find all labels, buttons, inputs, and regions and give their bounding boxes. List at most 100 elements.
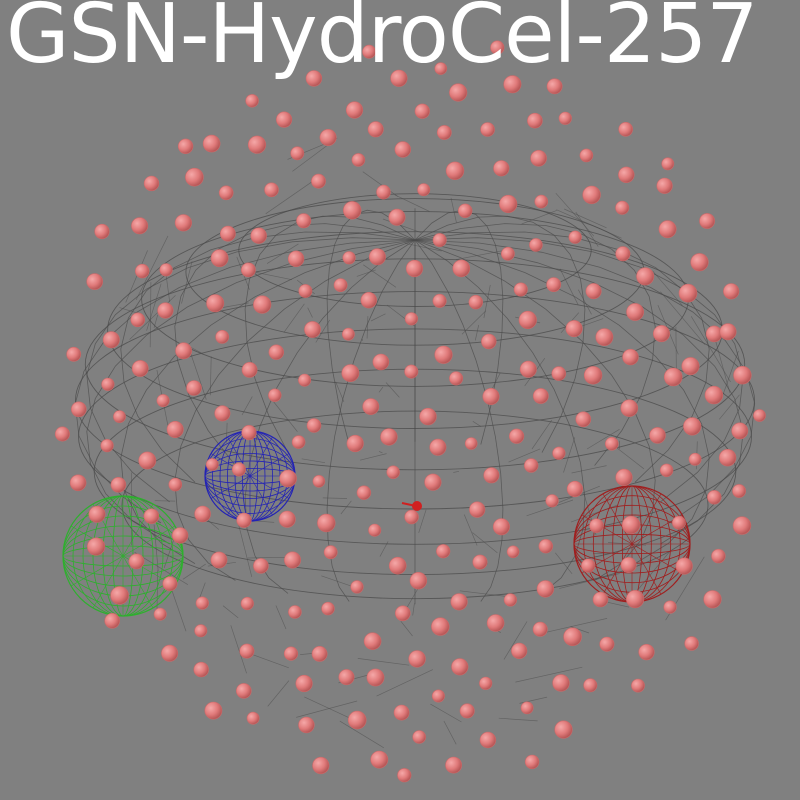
- electrode-sphere: [615, 468, 633, 487]
- mesh-edge: [461, 310, 487, 335]
- electrode-sphere: [268, 388, 282, 402]
- electrode-sphere: [236, 683, 252, 699]
- mesh-edge: [356, 269, 376, 277]
- mesh-edge: [209, 356, 212, 396]
- mesh-edge: [400, 620, 413, 637]
- mesh-edge: [394, 194, 430, 212]
- electrode-sphere: [579, 148, 594, 163]
- electrode-sphere: [194, 505, 211, 523]
- electrode-sphere: [703, 590, 722, 609]
- electrode-sphere: [499, 194, 518, 214]
- electrode-sphere: [534, 194, 549, 209]
- mesh-edge: [660, 291, 706, 345]
- electrode-sphere: [296, 213, 312, 229]
- electrode-sphere: [663, 600, 677, 614]
- electrode-sphere: [157, 302, 174, 319]
- electrode-sphere: [459, 703, 475, 719]
- electrode-sphere: [342, 251, 356, 265]
- mesh-edge: [378, 386, 384, 393]
- electrode-sphere: [54, 426, 70, 442]
- electrode-sphere: [130, 312, 146, 328]
- electrode-sphere: [500, 246, 515, 261]
- electrode-sphere: [110, 476, 127, 493]
- electrode-sphere: [71, 401, 87, 418]
- mesh-edge: [531, 419, 553, 450]
- electrode-sphere: [486, 614, 505, 632]
- mesh-edge: [577, 289, 592, 315]
- electrode-sphere: [408, 650, 426, 668]
- electrode-sphere: [268, 344, 284, 360]
- mesh-edge: [125, 250, 148, 303]
- mesh-edge: [238, 523, 253, 577]
- electrode-sphere: [599, 636, 615, 652]
- electrode-sphere: [732, 484, 746, 498]
- electrode-sphere: [449, 371, 464, 386]
- electrode-sphere: [753, 409, 766, 422]
- electrode-sphere: [368, 523, 382, 537]
- mesh-edge: [366, 316, 369, 339]
- mesh-meridian: [326, 239, 416, 602]
- origin-point: [412, 501, 422, 511]
- mesh-edge: [472, 532, 498, 554]
- electrode-sphere: [492, 518, 510, 536]
- mesh-edge: [556, 209, 622, 239]
- electrode-sphere: [582, 185, 601, 205]
- mesh-edge: [357, 658, 410, 666]
- electrode-sphere: [523, 458, 539, 473]
- mesh-edge: [503, 621, 528, 660]
- electrode-sphere: [219, 225, 236, 242]
- mesh-edge: [515, 666, 583, 683]
- electrode-sphere: [718, 449, 737, 467]
- electrode-sphere: [86, 273, 103, 290]
- electrode-sphere: [508, 428, 525, 444]
- electrode-sphere: [153, 607, 167, 621]
- electrode-sphere: [66, 346, 82, 362]
- electrode-sphere: [506, 545, 520, 559]
- mesh-edge: [222, 605, 239, 619]
- electrode-sphere: [479, 731, 497, 749]
- electrode-sphere: [210, 249, 229, 268]
- mesh-meridian: [120, 239, 416, 564]
- mesh-edge: [498, 717, 538, 722]
- electrode-sphere: [394, 605, 411, 622]
- mesh-edge: [443, 720, 457, 745]
- electrode-sphere: [575, 411, 592, 428]
- electrode-sphere: [436, 544, 451, 559]
- mesh-edge: [304, 696, 353, 720]
- mesh-edge: [363, 264, 397, 288]
- electrode-sphere: [563, 627, 582, 647]
- mesh-meridian: [244, 239, 416, 594]
- electrode-sphere: [356, 485, 372, 500]
- electrode-sphere: [174, 214, 192, 232]
- electrode-sphere: [86, 537, 106, 556]
- electrode-sphere: [620, 556, 637, 573]
- electrode-sphere: [253, 558, 269, 574]
- mesh-meridian: [414, 239, 710, 564]
- electrode-sphere: [529, 238, 543, 252]
- electrode-sphere: [622, 348, 639, 366]
- mesh-edge: [472, 421, 482, 427]
- electrode-sphere: [351, 153, 366, 167]
- electrode-sphere: [723, 283, 740, 300]
- mesh-edge: [474, 324, 480, 341]
- electrode-sphere: [319, 129, 337, 147]
- electrode-sphere: [156, 394, 170, 408]
- electrode-sphere: [177, 138, 194, 155]
- electrode-sphere: [113, 410, 126, 423]
- mesh-edge: [418, 509, 427, 533]
- electrode-sphere: [626, 303, 645, 321]
- electrode-sphere: [432, 293, 447, 308]
- electrode-sphere: [390, 69, 408, 87]
- electrode-sphere: [311, 173, 326, 189]
- mesh-meridian: [414, 239, 504, 602]
- electrode-sphere: [306, 418, 322, 433]
- electrode-sphere: [386, 465, 400, 479]
- mesh-edge: [634, 550, 671, 594]
- electrode-sphere: [652, 325, 670, 343]
- electrode-sphere: [546, 78, 563, 95]
- electrode-sphere: [458, 203, 473, 219]
- mesh-meridian: [120, 231, 416, 483]
- mesh-edge: [146, 283, 162, 331]
- electrode-sphere: [205, 458, 219, 471]
